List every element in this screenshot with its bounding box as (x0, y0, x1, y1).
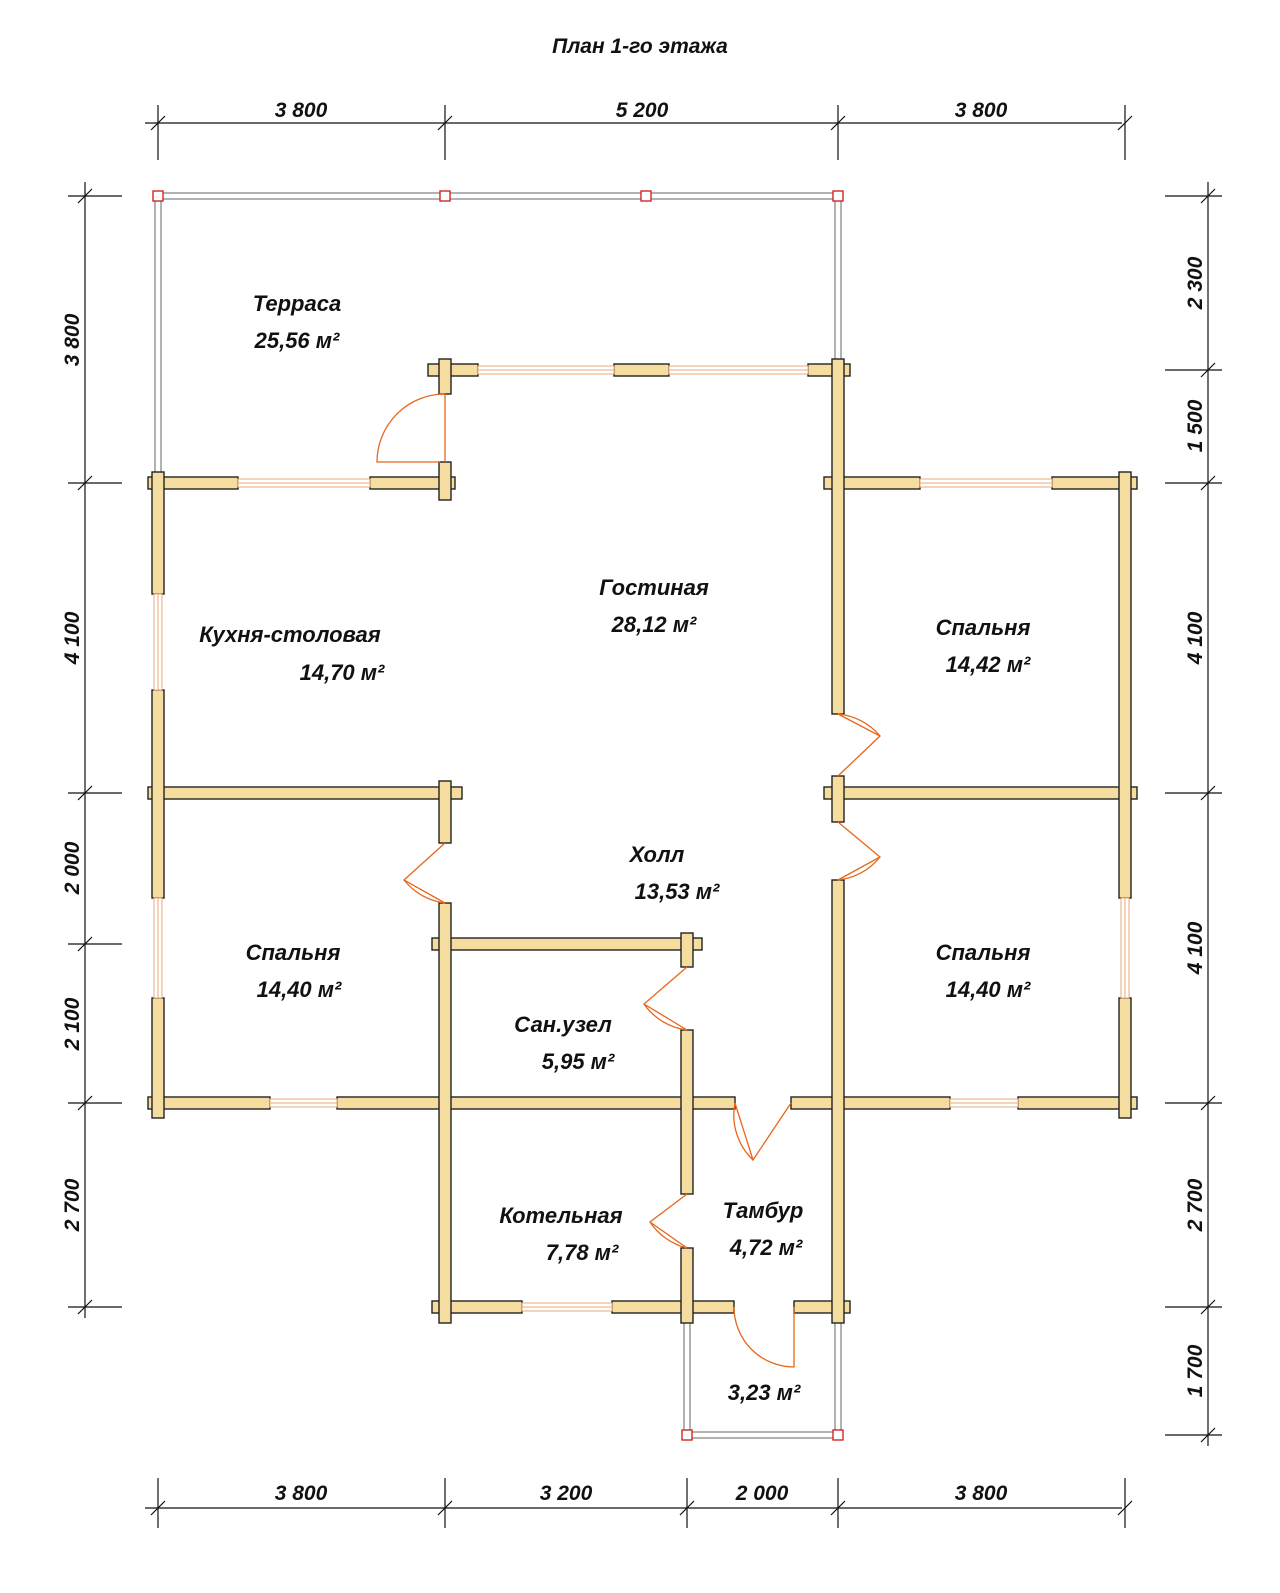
dim-right-2: 1 500 (1184, 399, 1207, 452)
dim-right-3: 4 100 (1184, 611, 1207, 665)
post-marker (832, 1429, 844, 1441)
room-bedroom-sw: Спальня 14,40 м² (246, 940, 342, 1002)
dim-right-4: 4 100 (1184, 921, 1207, 975)
room-name: Кухня-столовая (199, 622, 381, 647)
room-area: 7,78 м² (546, 1240, 619, 1265)
windows (153, 365, 1130, 1312)
post-marker (439, 190, 451, 202)
post-marker (640, 190, 652, 202)
room-area: 14,70 м² (300, 660, 385, 685)
dim-left-5: 2 700 (61, 1178, 84, 1232)
room-area: 4,72 м² (729, 1235, 803, 1260)
room-kitchen: Кухня-столовая 14,70 м² (199, 622, 385, 685)
room-area: 13,53 м² (635, 879, 720, 904)
room-name: Тамбур (723, 1198, 804, 1223)
dim-left-2: 4 100 (61, 611, 84, 665)
dim-bottom-3: 2 000 (735, 1482, 789, 1505)
room-boiler: Котельная 7,78 м² (499, 1203, 622, 1265)
room-name: Спальня (936, 615, 1031, 640)
dim-top-2: 5 200 (616, 99, 669, 122)
room-area: 28,12 м² (611, 612, 697, 637)
room-name: Котельная (499, 1203, 622, 1228)
dim-top-1: 3 800 (275, 99, 328, 122)
posts (152, 190, 844, 1441)
room-name: Спальня (246, 940, 341, 965)
post-marker (832, 190, 844, 202)
room-bedroom-ne: Спальня 14,42 м² (936, 615, 1031, 677)
room-name: Гостиная (599, 575, 709, 600)
post-marker (681, 1429, 693, 1441)
post-marker (152, 190, 164, 202)
dim-left-4: 2 100 (61, 997, 84, 1051)
room-bathroom: Сан.узел 5,95 м² (514, 1012, 615, 1074)
room-labels: Терраса 25,56 м² Гостиная 28,12 м² Кухня… (199, 291, 1031, 1405)
doors (376, 393, 882, 1368)
room-area: 25,56 м² (254, 328, 340, 353)
room-name: Спальня (936, 940, 1031, 965)
room-vestibule: Тамбур 4,72 м² (723, 1198, 804, 1260)
room-terrace: Терраса 25,56 м² (253, 291, 341, 353)
dimension-labels: 3 800 5 200 3 800 3 800 3 200 2 000 3 80… (61, 99, 1207, 1505)
room-name: Холл (628, 842, 685, 867)
dim-left-1: 3 800 (61, 313, 84, 366)
room-bedroom-se: Спальня 14,40 м² (936, 940, 1031, 1002)
dim-right-1: 2 300 (1184, 256, 1207, 310)
room-area: 14,42 м² (946, 652, 1031, 677)
dimension-lines (68, 105, 1222, 1528)
room-area: 14,40 м² (946, 977, 1031, 1002)
walls (147, 358, 1138, 1324)
plan-title: План 1-го этажа (552, 35, 728, 58)
dim-right-6: 1 700 (1184, 1344, 1207, 1397)
room-area: 14,40 м² (257, 977, 342, 1002)
dim-bottom-4: 3 800 (955, 1482, 1008, 1505)
dim-right-5: 2 700 (1184, 1178, 1207, 1232)
dim-bottom-2: 3 200 (540, 1482, 593, 1505)
dim-bottom-1: 3 800 (275, 1482, 328, 1505)
dim-top-3: 3 800 (955, 99, 1008, 122)
room-porch: 3,23 м² (728, 1380, 801, 1405)
room-area: 5,95 м² (542, 1049, 615, 1074)
room-name: Терраса (253, 291, 341, 316)
railings (154, 192, 842, 1439)
room-hall: Холл 13,53 м² (628, 842, 720, 904)
dim-left-3: 2 000 (61, 841, 84, 895)
room-area: 3,23 м² (728, 1380, 801, 1405)
room-name: Сан.узел (514, 1012, 612, 1037)
room-living: Гостиная 28,12 м² (599, 575, 709, 637)
